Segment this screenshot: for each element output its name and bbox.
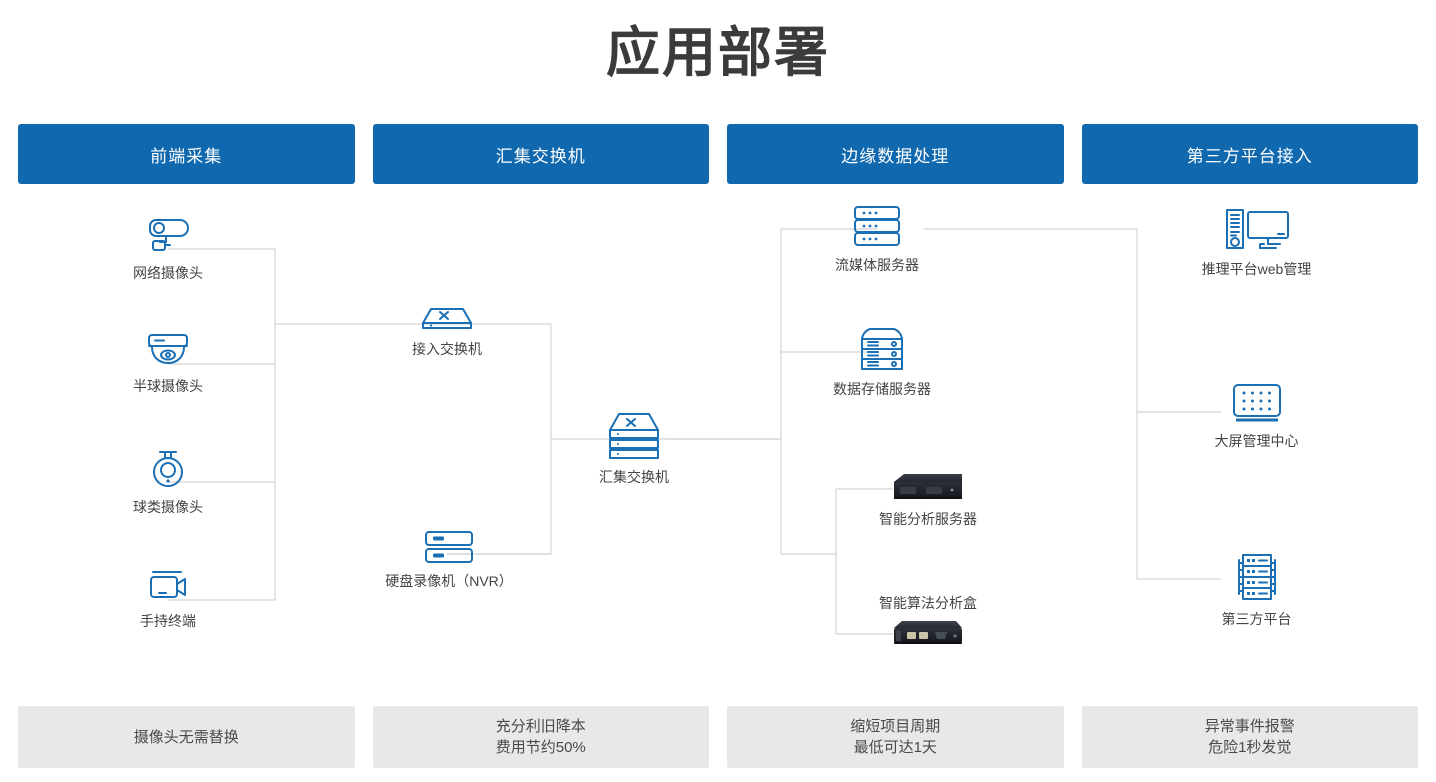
column-header-edge[interactable]: 边缘数据处理 xyxy=(727,124,1064,184)
architecture-diagram: 网络摄像头 半球摄像头 球类摄像头 xyxy=(0,184,1436,706)
benefit-line: 充分利旧降本 xyxy=(495,718,586,735)
desktop-pc-icon xyxy=(1223,206,1291,254)
node-label: 数据存储服务器 xyxy=(833,381,931,397)
node-access-switch[interactable]: 接入交换机 xyxy=(407,302,487,358)
node-network-camera[interactable]: 网络摄像头 xyxy=(128,212,208,282)
node-label: 手持终端 xyxy=(140,613,196,629)
node-web-management[interactable]: 推理平台web管理 xyxy=(1194,206,1319,278)
edge-box-photo xyxy=(888,618,968,648)
column-header-row: 前端采集 汇集交换机 边缘数据处理 第三方平台接入 xyxy=(18,124,1418,184)
node-ai-algorithm-box[interactable]: 智能算法分析盒 xyxy=(868,594,988,648)
node-label: 推理平台web管理 xyxy=(1201,261,1312,277)
switch-icon xyxy=(418,302,476,334)
node-handheld-terminal[interactable]: 手持终端 xyxy=(128,566,208,630)
node-label: 接入交换机 xyxy=(412,341,482,357)
bullet-camera-icon xyxy=(142,212,194,258)
node-label: 半球摄像头 xyxy=(133,378,203,394)
column-header-thirdparty[interactable]: 第三方平台接入 xyxy=(1081,124,1418,184)
node-label: 智能算法分析盒 xyxy=(879,595,977,611)
benefit-card-thirdparty: 异常事件报警 危险1秒发觉 xyxy=(1081,706,1418,768)
column-header-front-end[interactable]: 前端采集 xyxy=(18,124,355,184)
rack-appliance-photo xyxy=(890,470,966,504)
benefit-footer-row: 摄像头无需替换 充分利旧降本 费用节约50% 缩短项目周期 最低可达1天 异常事… xyxy=(18,706,1418,768)
nvr-icon xyxy=(421,528,477,566)
benefit-line: 最低可达1天 xyxy=(853,739,937,756)
dome-camera-icon xyxy=(142,329,194,371)
page-title: 应用部署 xyxy=(606,23,830,83)
node-label: 球类摄像头 xyxy=(133,499,203,515)
node-label: 硬盘录像机（NVR） xyxy=(385,573,513,589)
benefit-line: 缩短项目周期 xyxy=(850,718,941,735)
stacked-switch-icon xyxy=(604,410,664,462)
node-label: 大屏管理中心 xyxy=(1214,433,1299,449)
benefit-line: 摄像头无需替换 xyxy=(133,728,239,746)
node-label: 网络摄像头 xyxy=(133,265,203,281)
node-ptz-camera[interactable]: 球类摄像头 xyxy=(128,446,208,516)
benefit-card-front-end: 摄像头无需替换 xyxy=(18,706,355,768)
node-label: 智能分析服务器 xyxy=(879,511,977,527)
column-header-aggregation[interactable]: 汇集交换机 xyxy=(372,124,709,184)
benefit-card-edge: 缩短项目周期 最低可达1天 xyxy=(727,706,1064,768)
node-storage-server[interactable]: 数据存储服务器 xyxy=(827,326,937,398)
rack-server-icon xyxy=(849,204,905,250)
benefit-line: 异常事件报警 xyxy=(1204,718,1295,735)
node-label: 汇集交换机 xyxy=(599,469,669,485)
node-label: 第三方平台 xyxy=(1221,611,1292,627)
video-wall-icon xyxy=(1229,382,1285,426)
benefit-card-aggregation: 充分利旧降本 费用节约50% xyxy=(372,706,709,768)
node-dome-camera[interactable]: 半球摄像头 xyxy=(128,329,208,395)
handheld-camcorder-icon xyxy=(141,566,195,606)
node-streaming-server[interactable]: 流媒体服务器 xyxy=(827,204,927,274)
ptz-camera-icon xyxy=(142,446,194,492)
node-video-wall[interactable]: 大屏管理中心 xyxy=(1194,382,1319,450)
benefit-line: 费用节约50% xyxy=(495,739,586,756)
node-label: 流媒体服务器 xyxy=(835,257,919,273)
benefit-line: 危险1秒发觉 xyxy=(1208,739,1292,756)
node-aggregation-switch[interactable]: 汇集交换机 xyxy=(594,410,674,486)
node-nvr[interactable]: 硬盘录像机（NVR） xyxy=(385,528,513,590)
node-ai-analysis-server[interactable]: 智能分析服务器 xyxy=(868,470,988,528)
connector-lines xyxy=(168,228,1221,635)
server-cluster-icon xyxy=(1228,552,1286,604)
storage-server-icon xyxy=(854,326,910,374)
node-third-party-platform[interactable]: 第三方平台 xyxy=(1194,552,1319,628)
